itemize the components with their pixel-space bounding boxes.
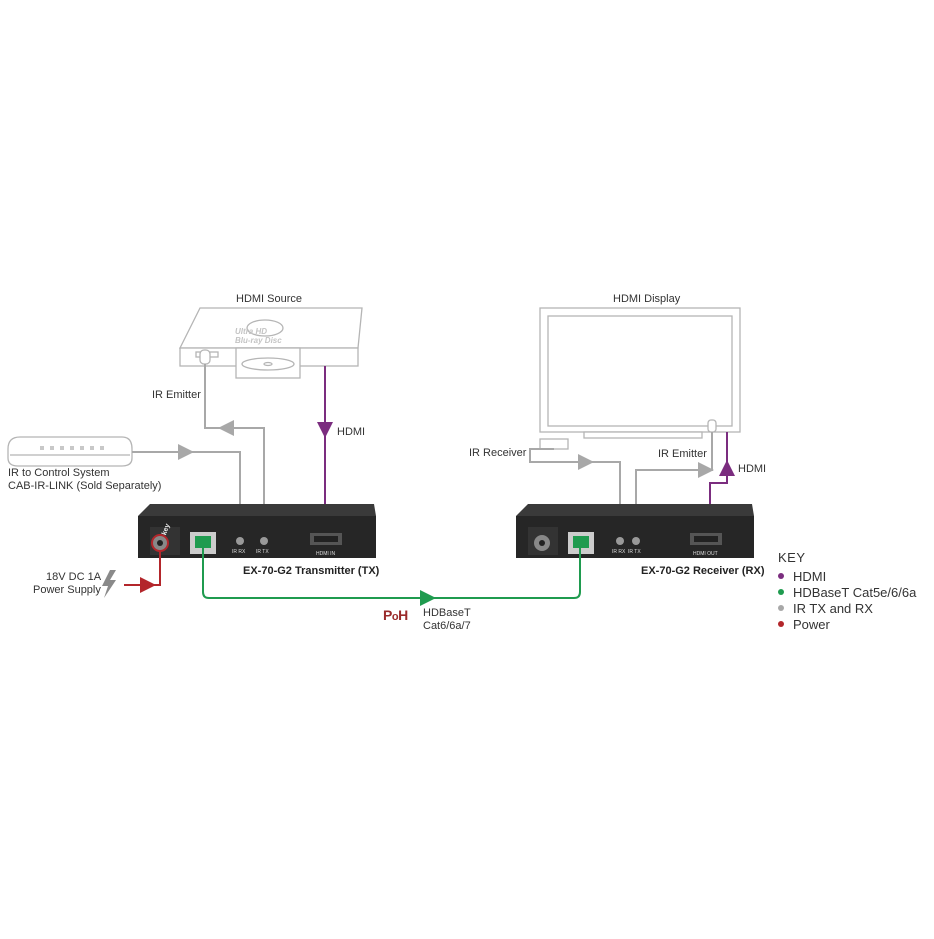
ir-control-label-1: IR to Control System [8, 467, 110, 479]
receiver-label: EX-70-G2 Receiver (RX) [641, 565, 765, 577]
legend-dot-power [778, 621, 784, 627]
poh-h: H [398, 607, 408, 623]
svg-text:Ultra HD: Ultra HD [235, 327, 267, 336]
ir-control-system-device [7, 436, 133, 467]
legend-title: KEY [778, 550, 806, 565]
rx-port-ir-rx: IR RX [612, 549, 626, 555]
legend-label-hdbaset: HDBaseT Cat5e/6/6a [793, 584, 917, 600]
power-label-1: 18V DC 1A [46, 571, 102, 583]
ir-receiver-label: IR Receiver [469, 447, 527, 459]
legend-item-hdbaset: HDBaseT Cat5e/6/6a [778, 584, 916, 600]
hdmi-rx-label: HDMI [738, 463, 767, 475]
rx-port-ir-tx: IR TX [628, 549, 641, 555]
legend-item-hdmi: HDMI [778, 568, 916, 584]
hdmi-source-device [178, 307, 363, 379]
hdbaset-label-1: HDBaseT [423, 607, 471, 619]
hdmi-display-label: HDMI Display [613, 293, 681, 305]
tx-port-ir-tx: IR TX [256, 549, 269, 555]
poh-p: P [383, 607, 392, 623]
transmitter-label: EX-70-G2 Transmitter (TX) [243, 565, 380, 577]
ir-emitter-tx-label: IR Emitter [152, 389, 201, 401]
legend-label-hdmi: HDMI [793, 568, 827, 584]
ir-emitter-rx-label: IR Emitter [658, 448, 707, 460]
hdmi-source-label: HDMI Source [236, 293, 303, 305]
legend-label-ir: IR TX and RX [793, 600, 873, 616]
ir-wires [132, 364, 714, 525]
poh-o: o [391, 611, 399, 623]
hdbaset-wire [202, 548, 581, 606]
hdmi-display-device [539, 307, 741, 450]
poh-logo: PoH [383, 607, 408, 623]
lightning-icon [102, 570, 116, 598]
svg-text:Blu-ray Disc: Blu-ray Disc [235, 336, 282, 345]
tx-port-hdmi-in: HDMI IN [316, 551, 336, 557]
power-wire [124, 551, 161, 593]
hdmi-tx-label: HDMI [337, 426, 366, 438]
hdbaset-label-2: Cat6/6a/7 [423, 620, 471, 632]
ir-control-label-2: CAB-IR-LINK (Sold Separately) [8, 480, 162, 492]
svg-text:key: key [161, 523, 172, 536]
rx-port-hdmi-out: HDMI OUT [693, 551, 718, 557]
legend-item-power: Power [778, 616, 916, 632]
receiver-device [516, 504, 754, 558]
legend-dot-hdbaset [778, 589, 784, 595]
legend-key: KEY HDMI HDBaseT Cat5e/6/6a IR TX and RX… [778, 550, 916, 632]
transmitter-device: key [138, 504, 376, 558]
legend-item-ir: IR TX and RX [778, 600, 916, 616]
tx-port-ir-rx: IR RX [232, 549, 246, 555]
legend-dot-ir [778, 605, 784, 611]
legend-label-power: Power [793, 616, 830, 632]
power-label-2: Power Supply [33, 584, 101, 596]
legend-dot-hdmi [778, 573, 784, 579]
blu-ray-logo: Ultra HD Blu-ray Disc [235, 327, 282, 345]
